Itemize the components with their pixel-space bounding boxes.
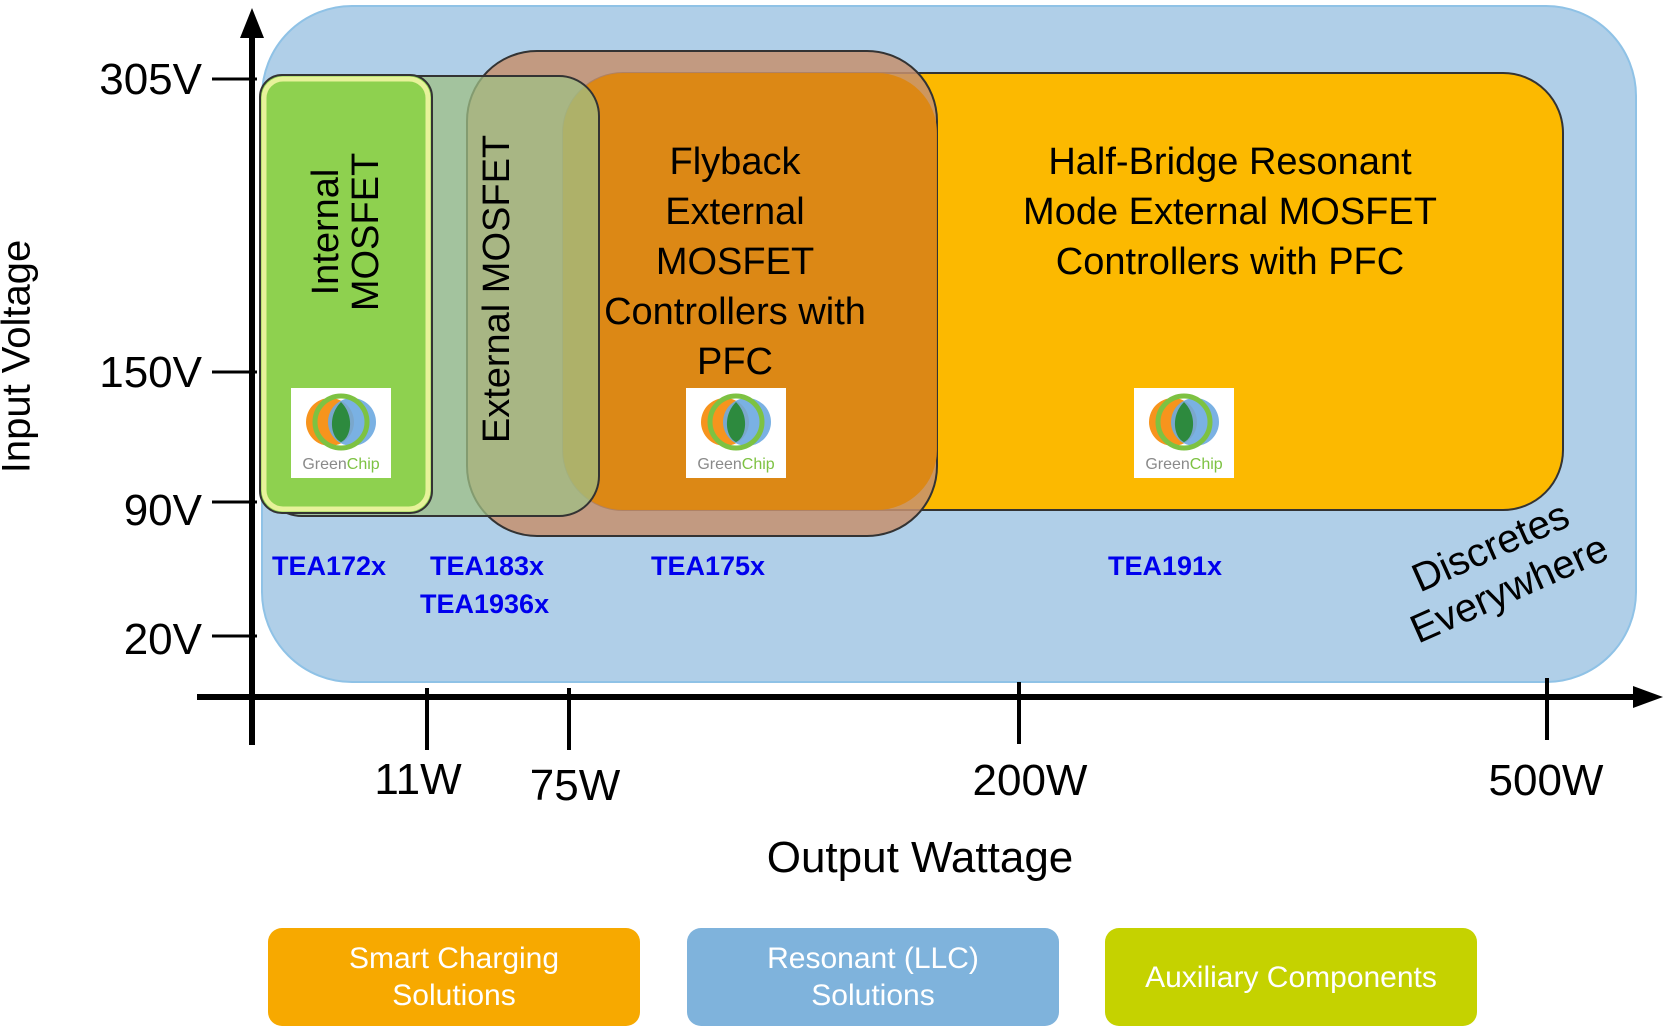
external-mosfet-label: External MOSFET xyxy=(476,134,518,444)
flyback-line5: PFC xyxy=(697,341,773,383)
flyback-line4: Controllers with xyxy=(604,291,866,333)
halfbridge-label: Half-Bridge Resonant Mode External MOSFE… xyxy=(960,137,1500,287)
legend-smart-charging: Smart Charging Solutions xyxy=(268,928,640,1026)
legend-label-line1: Auxiliary Components xyxy=(1145,960,1437,994)
flyback-label: Flyback External MOSFET Controllers with… xyxy=(560,137,910,387)
x-axis-title: Output Wattage xyxy=(766,833,1074,882)
greenchip-logo-icon xyxy=(1149,393,1219,451)
greenchip-logo-halfbridge: GreenChip xyxy=(1134,388,1234,478)
greenchip-logo-icon xyxy=(701,393,771,451)
greenchip-word: GreenChip xyxy=(302,456,380,473)
legend-label-line1: Smart Charging xyxy=(348,942,560,975)
flyback-line3: MOSFET xyxy=(655,241,815,283)
y-tick-label-305: 305V xyxy=(99,55,202,104)
x-tick-label-75w: 75W xyxy=(529,761,621,810)
greenchip-logo-internal: GreenChip xyxy=(291,388,391,478)
halfbridge-line2: Mode External MOSFET xyxy=(1023,191,1437,233)
y-tick-label-20: 20V xyxy=(123,615,202,664)
internal-mosfet-label: Internal MOSFET xyxy=(305,102,387,362)
x-axis-arrow xyxy=(1633,686,1663,708)
greenchip-word: GreenChip xyxy=(1145,456,1223,473)
legend-resonant-llc: Resonant (LLC) Solutions xyxy=(687,928,1059,1026)
x-tick-label-200w: 200W xyxy=(972,756,1088,805)
flyback-line2: External xyxy=(665,191,805,233)
legend-auxiliary-components: Auxiliary Components xyxy=(1105,928,1477,1026)
internal-mosfet-line2: MOSFET xyxy=(345,152,387,312)
y-axis-title: Input Voltage xyxy=(0,239,39,474)
x-tick-label-11w: 11W xyxy=(374,755,462,804)
greenchip-logo-icon xyxy=(306,393,376,451)
flyback-line1: Flyback xyxy=(669,141,801,183)
x-tick-label-500w: 500W xyxy=(1488,756,1604,805)
part-tea175x: TEA175x xyxy=(651,551,766,581)
greenchip-word: GreenChip xyxy=(697,456,775,473)
part-tea1936x: TEA1936x xyxy=(420,589,550,619)
y-tick-label-90: 90V xyxy=(123,486,202,535)
flyback-region xyxy=(563,73,937,510)
greenchip-logo-flyback: GreenChip xyxy=(686,388,786,478)
internal-mosfet-line1: Internal xyxy=(305,168,347,296)
legend-label-line2: Solutions xyxy=(811,979,935,1012)
legend-label-line1: Resonant (LLC) xyxy=(767,942,979,975)
halfbridge-line1: Half-Bridge Resonant xyxy=(1048,141,1412,183)
part-tea191x: TEA191x xyxy=(1108,551,1223,581)
part-tea172x: TEA172x xyxy=(272,551,387,581)
part-tea183x: TEA183x xyxy=(430,551,545,581)
legend-label-line2: Solutions xyxy=(392,979,516,1012)
y-tick-label-150: 150V xyxy=(99,348,202,397)
y-axis-arrow xyxy=(240,8,264,38)
halfbridge-line3: Controllers with PFC xyxy=(1055,241,1405,283)
